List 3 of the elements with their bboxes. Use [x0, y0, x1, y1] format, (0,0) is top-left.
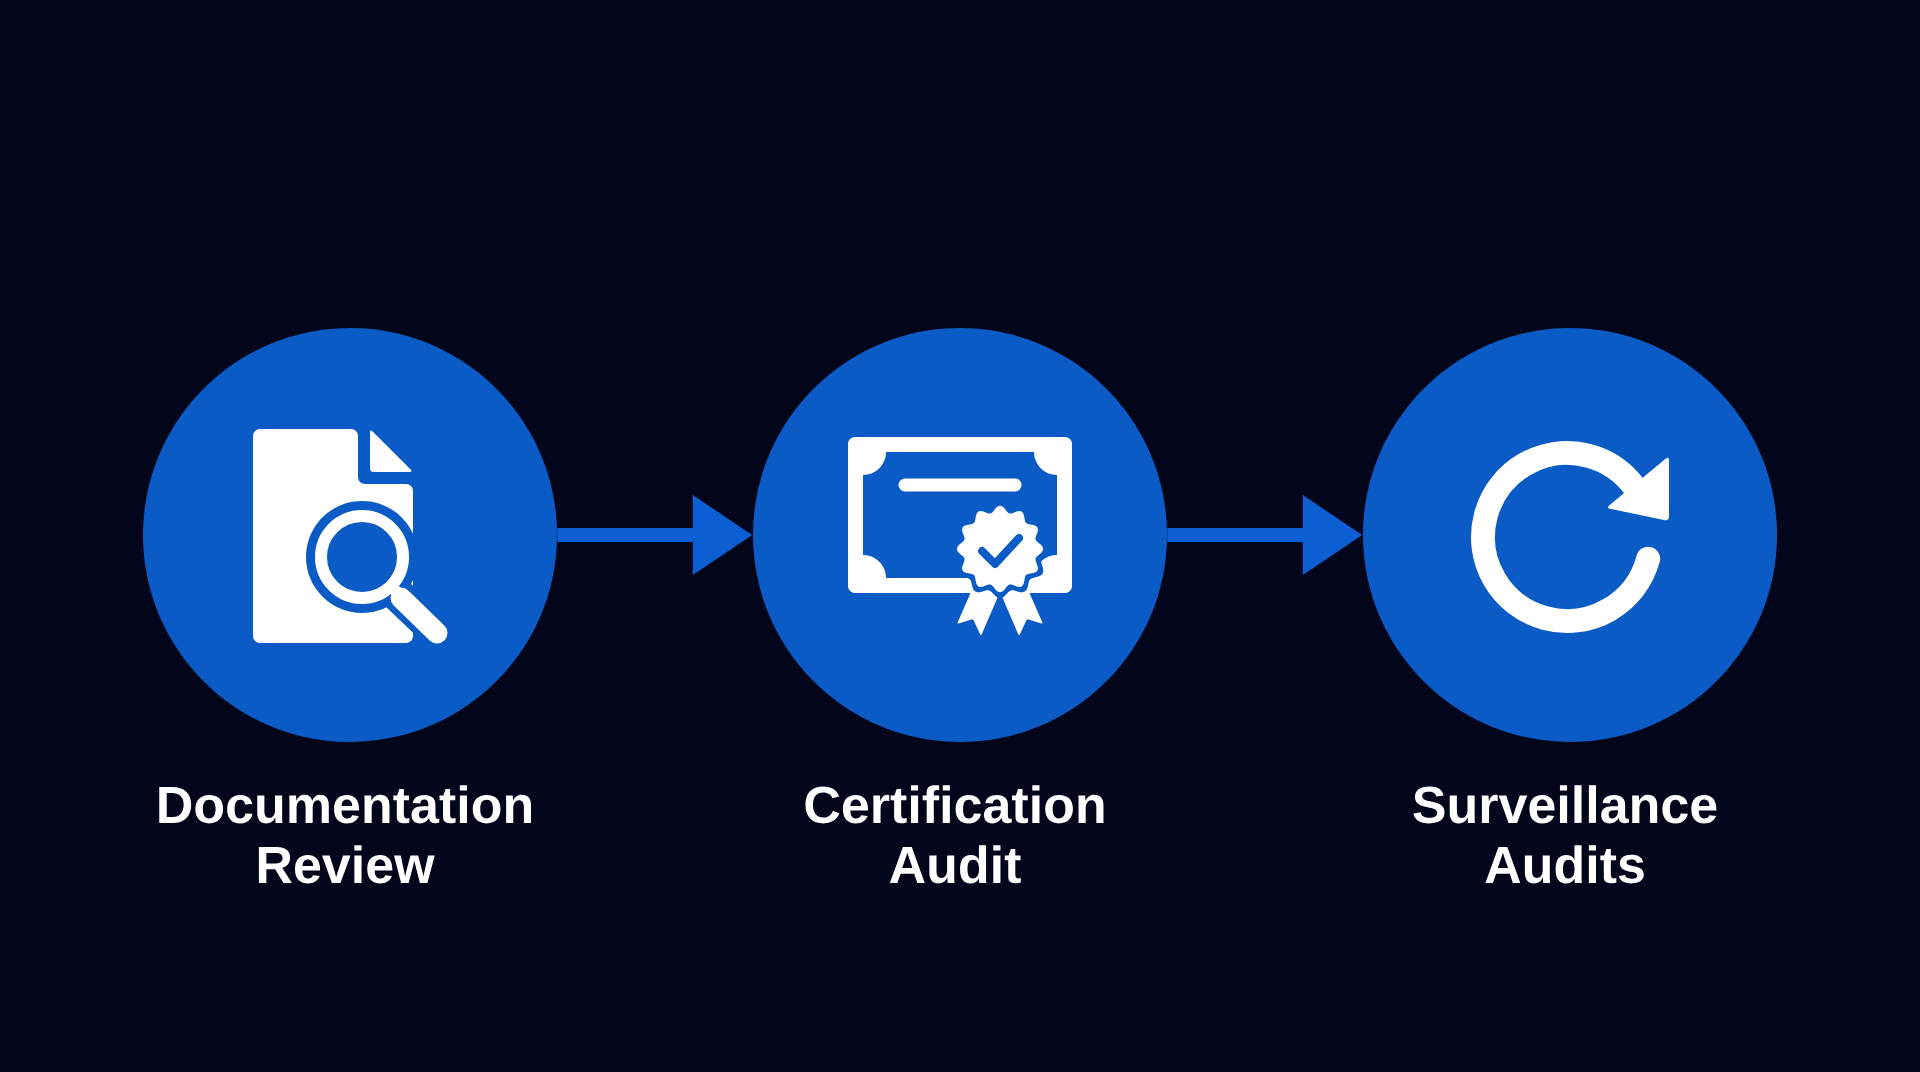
- step-label: Surveillance Audits: [1413, 785, 1717, 884]
- step-label: Documentation Review: [159, 785, 531, 884]
- step-label: Certification Audit: [805, 785, 1104, 884]
